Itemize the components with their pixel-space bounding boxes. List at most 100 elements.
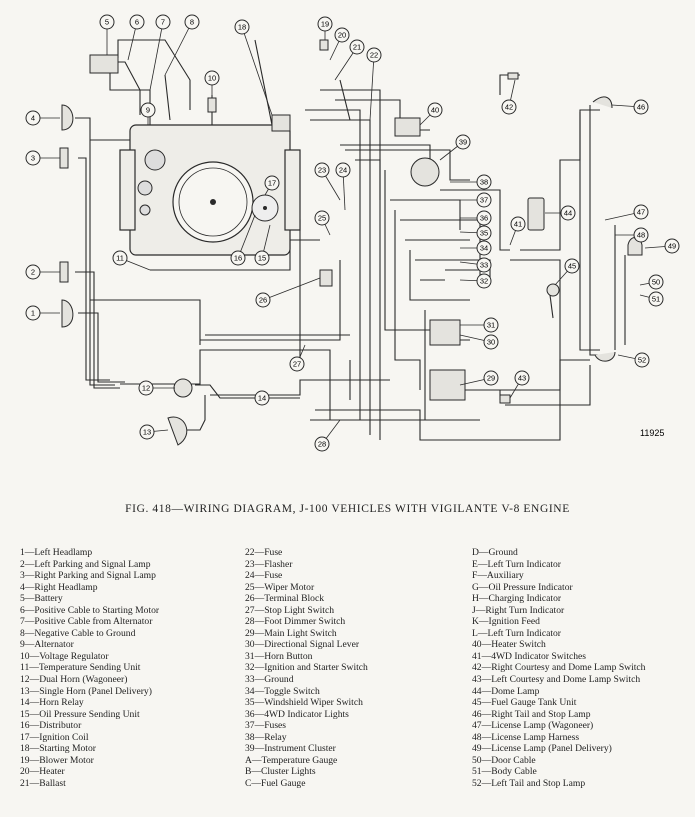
legend-item: 5—Battery (20, 593, 63, 605)
callout-circle (560, 205, 576, 221)
callout-number: 48 (637, 231, 645, 240)
legend-item: 1—Left Headlamp (20, 547, 93, 558)
legend-item: B—Cluster Lights (245, 766, 316, 778)
legend-item: F—Auxiliary (472, 570, 524, 582)
legend-item: 34—Toggle Switch (245, 685, 320, 697)
callout-circle (234, 19, 250, 35)
callout-circle (366, 47, 382, 63)
callout-number: 32 (480, 277, 488, 286)
callout-number: 13 (143, 428, 151, 437)
pulley-small (139, 204, 151, 216)
blower-motor-shape (319, 39, 329, 51)
figure-id: 11925 (640, 428, 664, 438)
callout-number: 11 (116, 254, 124, 263)
legend-item: L—Left Turn Indicator (472, 627, 561, 639)
legend-item: 6—Positive Cable to Starting Motor (20, 604, 160, 616)
air-cleaner-ring (178, 167, 248, 237)
pulley (137, 180, 153, 196)
callout-circle (204, 70, 220, 86)
callout-number: 12 (142, 384, 150, 393)
legend-item: 16—Distributor (20, 720, 82, 732)
legend-item: H—Charging Indicator (472, 593, 562, 605)
callout-circle (334, 27, 350, 43)
callout-number: 24 (339, 166, 347, 175)
components (59, 39, 643, 446)
legend-item: 50—Door Cable (472, 754, 536, 766)
callout-number: 9 (146, 106, 150, 115)
callout-number: 29 (487, 374, 495, 383)
callout-circle (510, 216, 526, 232)
callout-circle (155, 14, 171, 30)
callout-number: 36 (480, 214, 488, 223)
callout-circle (314, 436, 330, 452)
legend-item: 27—Stop Light Switch (245, 604, 335, 616)
horn-button-shape (429, 319, 461, 346)
callout-number: 50 (652, 278, 660, 287)
legend-item: 44—Dome Lamp (472, 685, 540, 697)
callout-circle (25, 264, 41, 280)
callout-circle (455, 134, 471, 150)
fuel-tank-unit-shape (546, 283, 560, 297)
legend-item: 52—Left Tail and Stop Lamp (472, 777, 586, 789)
legend-item: 24—Fuse (245, 570, 283, 582)
callout-number: 47 (637, 208, 645, 217)
battery-shape (89, 54, 119, 74)
legend-item: 25—Wiper Motor (245, 581, 315, 593)
callout-circle (138, 380, 154, 396)
legend-item: 38—Relay (245, 731, 287, 743)
legend-item: 4—Right Headlamp (20, 581, 98, 593)
callout-number: 5 (105, 18, 109, 27)
callout-number: 10 (208, 74, 216, 83)
callout-circle (633, 204, 649, 220)
callout-number: 16 (234, 254, 242, 263)
callout-circle (648, 274, 664, 290)
callout-circle (25, 305, 41, 321)
legend-item: 39—Instrument Cluster (245, 743, 336, 755)
callout-number: 3 (31, 154, 35, 163)
callout-leader (369, 54, 375, 121)
legend-item: 9—Alternator (20, 639, 74, 651)
parking-lamp-shape-3 (59, 147, 69, 169)
callout-number: 27 (293, 360, 301, 369)
left-tail-lamp-shape (594, 351, 616, 362)
right-headlamp-shape (61, 299, 74, 328)
callout-number: 22 (370, 51, 378, 60)
callout-number: 25 (318, 214, 326, 223)
starting-motor-shape (271, 114, 291, 132)
legend-item: 20—Heater (20, 766, 65, 778)
callout-number: 26 (259, 296, 267, 305)
callout-number: 38 (480, 178, 488, 187)
callout-number: 7 (161, 18, 165, 27)
callout-circle (254, 390, 270, 406)
legend-item: 36—4WD Indicator Lights (245, 708, 349, 720)
door-switch-shape (507, 72, 519, 80)
callout-number: 35 (480, 229, 488, 238)
callout-number: 49 (668, 242, 676, 251)
parking-lamp-shape-2 (59, 261, 69, 283)
legend-item: 48—License Lamp Harness (472, 731, 580, 743)
legend-item: 43—Left Courtesy and Dome Lamp Switch (472, 674, 641, 686)
callout-number: 44 (564, 209, 572, 218)
legend-item: 37—Fuses (245, 720, 287, 732)
legend-item: 45—Fuel Gauge Tank Unit (472, 697, 577, 709)
legend-item: 2—Left Parking and Signal Lamp (20, 558, 151, 570)
callout-circle (314, 210, 330, 226)
callout-number: 52 (638, 356, 646, 365)
legend-item: 19—Blower Motor (20, 754, 94, 766)
callout-circle (476, 257, 492, 273)
callout-number: 45 (568, 262, 576, 271)
callout-number: 4 (31, 114, 35, 123)
callout-circle (139, 424, 155, 440)
legend-item: 29—Main Light Switch (245, 627, 337, 639)
heater-switch-shape (394, 117, 421, 137)
callout-number: 41 (514, 220, 522, 229)
callout-circle (564, 258, 580, 274)
callout-number: 19 (321, 20, 329, 29)
legend-item: 40—Heater Switch (472, 639, 546, 651)
callout-leader (262, 277, 321, 301)
legend-item: 18—Starting Motor (20, 743, 96, 755)
callout-circle (476, 240, 492, 256)
instrument-cluster-shape (410, 157, 440, 187)
